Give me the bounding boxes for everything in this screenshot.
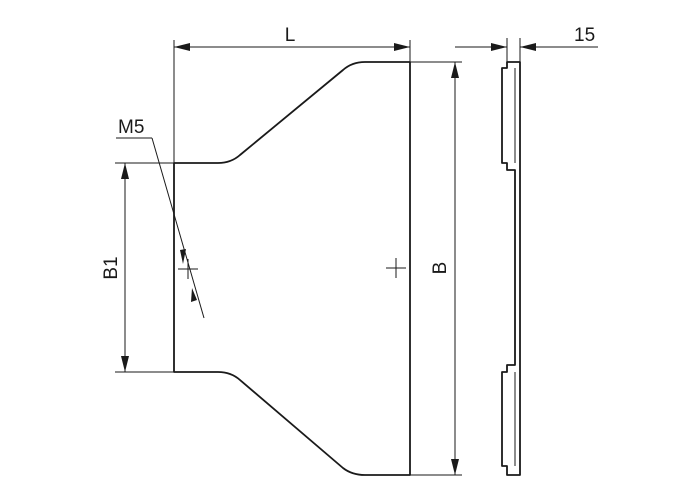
dimension-L: L: [173, 25, 411, 163]
dimension-B-label: B: [430, 262, 451, 275]
thread-M5-label: M5: [118, 117, 144, 138]
dimension-B: B: [410, 61, 462, 476]
dimension-B1: B1: [101, 162, 174, 373]
dimension-thickness-label: 15: [574, 25, 595, 46]
dimension-L-label: L: [285, 25, 296, 46]
side-view-profile: [501, 61, 521, 476]
hole-center-right: [386, 258, 406, 278]
thread-leader-M5: M5: [116, 117, 205, 319]
dimension-thickness: 15: [455, 25, 598, 62]
dimension-B1-label: B1: [101, 256, 122, 279]
plate-outline: [173, 61, 411, 476]
